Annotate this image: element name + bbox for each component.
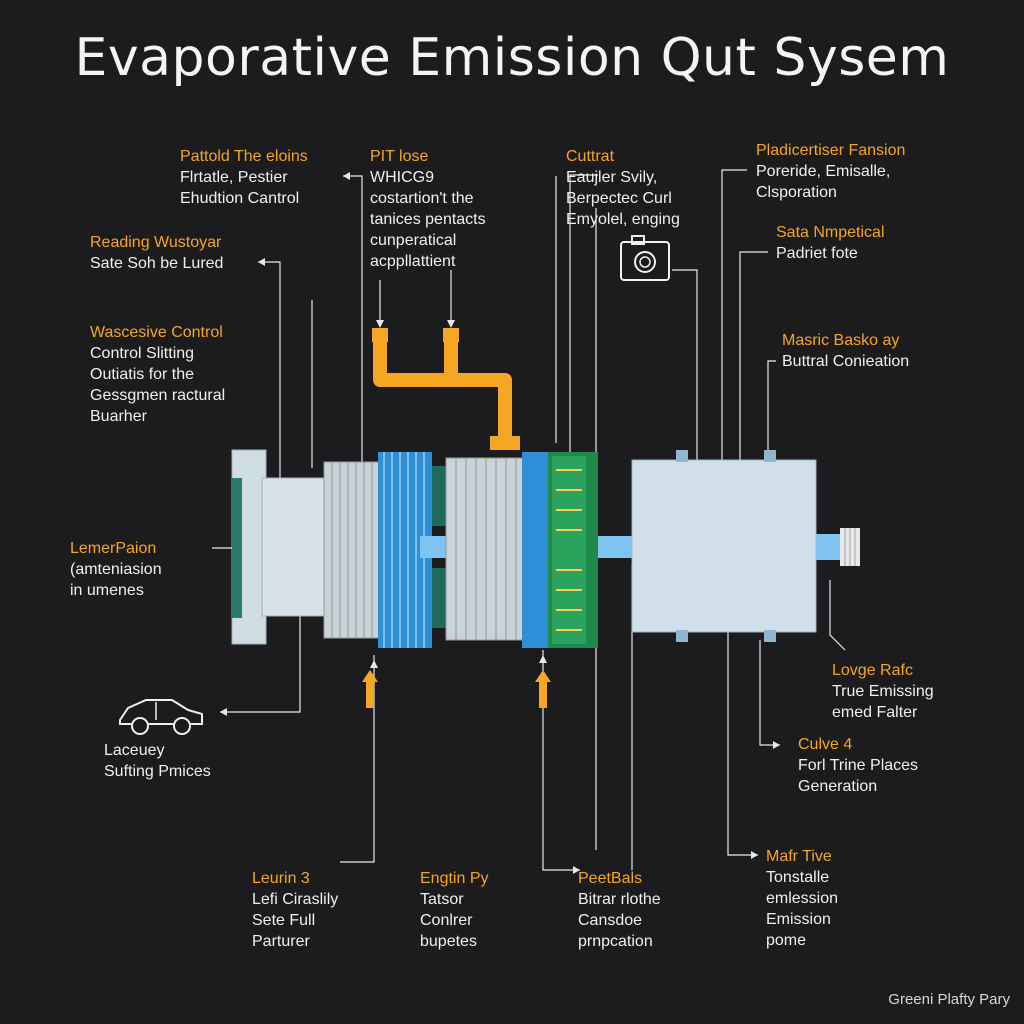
orange-intake-pipe bbox=[372, 270, 520, 450]
label-culve: Culve 4 Forl Trine Places Generation bbox=[798, 736, 919, 795]
ribbed-housing-left bbox=[323, 461, 381, 639]
label-pit-lose: PIT lose WHICG9 costartion't the tanices… bbox=[370, 148, 486, 270]
car-icon bbox=[119, 699, 203, 735]
camera-icon bbox=[620, 235, 670, 281]
label-leurin: Leurin 3 Lefi Ciraslily Sete Full Partur… bbox=[252, 870, 339, 950]
page-title: Evaporative Emission Qut Sysem bbox=[74, 28, 950, 88]
label-wascesive: Wascesive Control Control Slitting Outia… bbox=[90, 324, 226, 425]
housing-ribs-right bbox=[455, 458, 517, 640]
housing-ribs-left bbox=[331, 462, 373, 638]
label-peetbals: PeetBals Bitrar rlothe Cansdoe prnpcatio… bbox=[578, 870, 661, 950]
label-sata: Sata Nmpetical Padriet fote bbox=[776, 224, 885, 262]
left-flange bbox=[231, 449, 325, 645]
label-pladicertiser: Pladicertiser Fansion Poreride, Emisalle… bbox=[756, 142, 906, 201]
label-reading: Reading Wustoyar Sate Soh be Lured bbox=[90, 234, 224, 272]
filter-box bbox=[631, 450, 817, 642]
label-engtin: Engtin Py Tatsor Conlrer bupetes bbox=[420, 870, 489, 950]
ribbed-housing-right bbox=[445, 457, 525, 641]
footer-credit: Greeni Plafty Pary bbox=[888, 991, 1010, 1008]
label-lemerpaion: LemerPaion (amteniasion in umenes bbox=[70, 540, 162, 599]
outlet-nozzle bbox=[816, 528, 860, 566]
green-circuit-board bbox=[548, 452, 598, 648]
blue-plate bbox=[522, 452, 548, 648]
label-masric: Masric Basko ay Buttral Conieation bbox=[782, 332, 910, 370]
label-lovge: Lovge Rafc True Emissing emed Falter bbox=[832, 662, 934, 721]
circuit-pins bbox=[556, 469, 582, 631]
label-laceuey: Laceuey Sufting Pmices bbox=[104, 742, 211, 780]
label-mafr-tive: Mafr Tive Tonstalle emlession Emission p… bbox=[766, 848, 839, 949]
label-pattold: Pattold The eloins Flrtatle, Pestier Ehu… bbox=[180, 148, 308, 207]
flow-arrows bbox=[362, 670, 551, 708]
label-cuttrat: Cuttrat Eaujler Svily, Berpectec Curl Em… bbox=[566, 148, 680, 228]
